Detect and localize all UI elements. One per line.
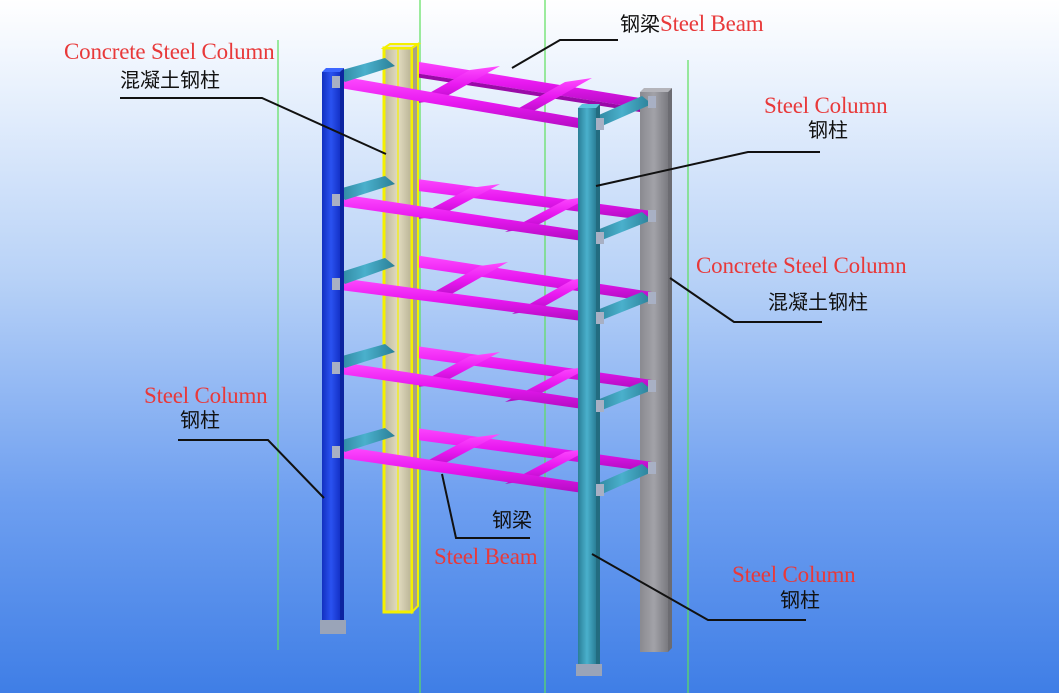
leader-steel-col-right-bottom — [591, 553, 806, 621]
leader-beam-bottom — [441, 473, 530, 539]
leader-steel-col-left — [178, 439, 325, 499]
label-steel-col-left-zh: 钢柱 — [180, 408, 220, 432]
label-top-beam-zh: 钢梁 — [620, 12, 660, 36]
label-steel-col-right-bottom-en: Steel Column — [732, 562, 856, 587]
label-top-beam-en: Steel Beam — [660, 11, 764, 36]
end-beams — [335, 58, 652, 494]
front-beams — [340, 76, 590, 494]
label-concrete-left-zh: 混凝土钢柱 — [120, 68, 220, 92]
leader-concrete-right — [669, 277, 822, 323]
connection-plates — [332, 76, 656, 496]
leader-concrete-left — [120, 97, 387, 155]
label-top-steel-beam: 钢梁Steel Beam — [620, 11, 764, 36]
steel-column-right — [576, 104, 602, 676]
leader-top-beam — [511, 39, 618, 69]
label-beam-bottom-zh: 钢梁 — [492, 508, 532, 532]
label-beam-bottom-en: Steel Beam — [434, 544, 538, 569]
label-steel-col-right-top-zh: 钢柱 — [808, 118, 848, 142]
concrete-column-left — [380, 42, 422, 615]
steel-column-left — [320, 68, 346, 634]
leader-lines — [120, 39, 822, 621]
label-steel-col-right-top-en: Steel Column — [764, 93, 888, 118]
label-concrete-right-zh: 混凝土钢柱 — [768, 290, 868, 314]
label-concrete-right-en: Concrete Steel Column — [696, 253, 907, 278]
leader-steel-col-right-top — [595, 151, 820, 187]
concrete-column-right — [640, 88, 672, 652]
label-steel-col-right-bottom-zh: 钢柱 — [780, 588, 820, 612]
label-steel-col-left-en: Steel Column — [144, 383, 268, 408]
label-concrete-left-en: Concrete Steel Column — [64, 39, 275, 64]
